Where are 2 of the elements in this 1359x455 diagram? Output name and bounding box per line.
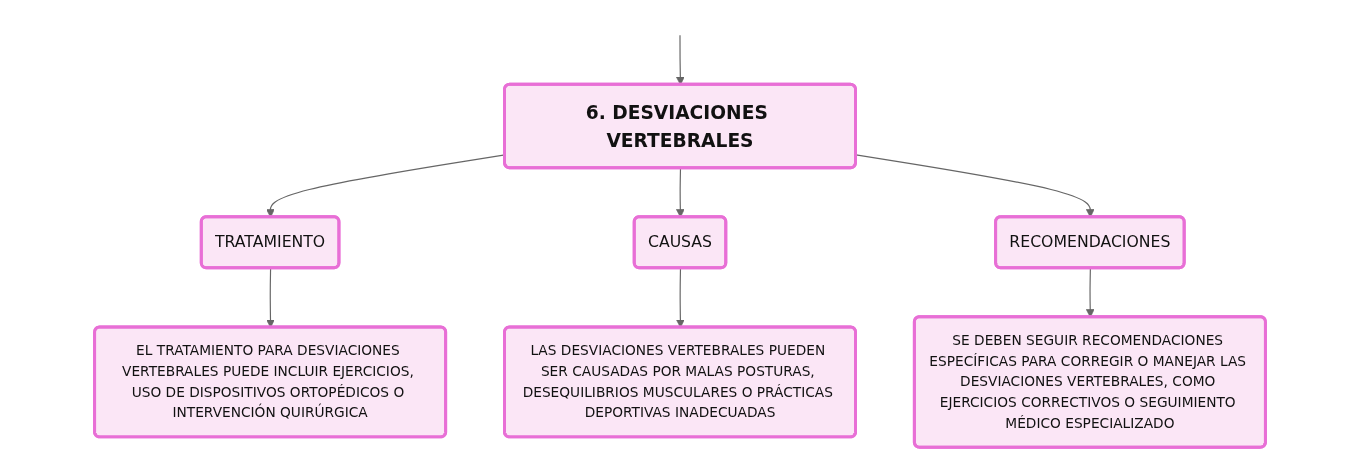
arrow [675,267,685,328]
arrow [265,267,275,328]
